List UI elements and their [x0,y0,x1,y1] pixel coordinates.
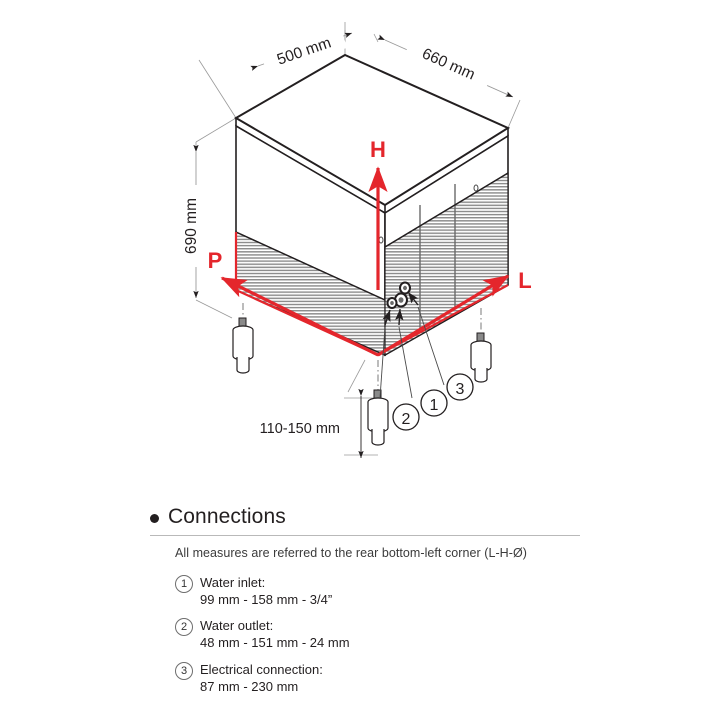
callout-2-number: 2 [402,411,411,428]
connection-list: 1 Water inlet: 99 mm - 158 mm - 3/4” 2 W… [175,574,580,695]
extension-lines [195,22,521,456]
foot-center [367,360,389,446]
reference-axes: H P L [208,137,532,357]
axis-label-p: P [208,248,223,273]
dimension-label-feet: 110-150 mm [260,421,340,437]
legend-divider [150,535,580,536]
callout-number-2: 2 [175,618,193,637]
axis-label-h: H [370,137,386,162]
axis-label-l: L [518,268,531,293]
list-item: 1 Water inlet: 99 mm - 158 mm - 3/4” [175,574,580,608]
connection-text-1: Water inlet: 99 mm - 158 mm - 3/4” [200,574,332,608]
callout-3: 3 [446,373,474,401]
callout-1: 1 [420,389,448,417]
dimension-feet-110-150: 110-150 mm [260,388,364,458]
connection-text-3: Electrical connection: 87 mm - 230 mm [200,661,323,695]
connection-values-3: 87 mm - 230 mm [200,678,299,694]
dimension-depth-500: 500 mm 500 mm [250,26,353,76]
axis-l-arrow [377,274,510,357]
legend-subtitle: All measures are referred to the rear bo… [175,546,527,560]
connection-values-1: 99 mm - 158 mm - 3/4” [200,592,333,608]
callout-1-number: 1 [430,397,439,414]
list-item: 3 Electrical connection: 87 mm - 230 mm [175,661,580,695]
connections-legend: Connections All measures are referred to… [150,505,580,704]
axis-base-outline [235,284,509,357]
connection-ports [386,281,411,309]
connection-label-1: Water inlet: [200,575,266,590]
callout-markers: 2 1 3 [392,373,474,431]
ice-machine-body [234,53,511,357]
list-item: 2 Water outlet: 48 mm - 151 mm - 24 mm [175,617,580,651]
callout-leaders [379,306,445,399]
bullet-icon [150,514,159,523]
connection-values-2: 48 mm - 151 mm - 24 mm [200,635,350,651]
callout-number-3: 3 [175,661,193,680]
dimension-height-690: 690 mm [180,144,200,298]
callout-3-number: 3 [456,381,465,398]
callout-2: 2 [392,403,420,431]
foot-left [232,303,254,374]
connection-label-3: Electrical connection: [200,661,323,677]
dimension-label-height: 690 mm [183,198,200,254]
callout-number-1: 1 [175,575,193,593]
legend-header: Connections [150,505,580,533]
adjustable-feet [232,303,492,446]
connection-label-2: Water outlet: [200,618,274,634]
legend-title: Connections [168,505,286,528]
connection-text-2: Water outlet: 48 mm - 151 mm - 24 mm [200,617,350,651]
foot-right [470,308,492,383]
